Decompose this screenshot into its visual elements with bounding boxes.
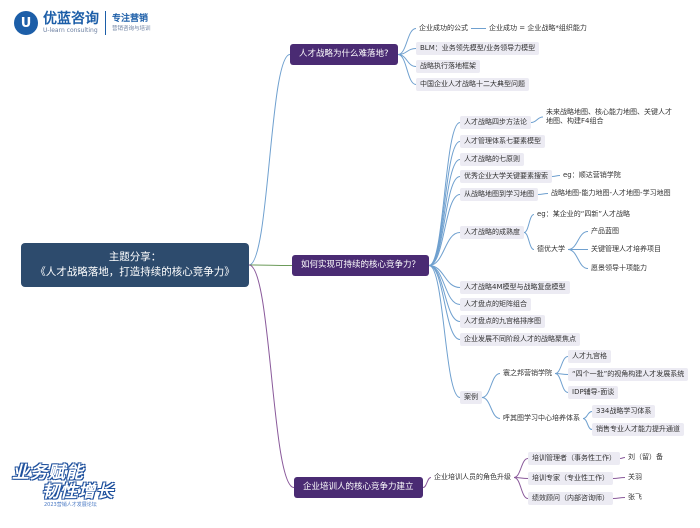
node-four-batches[interactable]: “四个一批”的视角构建人才发展系统 xyxy=(568,368,689,381)
node-case-learning-center[interactable]: 呼其图学习中心培养体系 xyxy=(503,414,580,422)
connector-line xyxy=(612,497,626,499)
node-case-marketing-academy[interactable]: 寰之邦营销学院 xyxy=(503,369,552,377)
node-excellent-university[interactable]: 优秀企业大学关键要素搜索 xyxy=(460,170,552,183)
node-excellent-university-eg[interactable]: eg：顺达营销学院 xyxy=(563,171,621,179)
connector-line xyxy=(397,54,417,85)
node-zhang-fei[interactable]: 张飞 xyxy=(628,493,642,501)
connector-line xyxy=(582,418,593,430)
connector-line xyxy=(530,116,544,123)
node-key-talent-project[interactable]: 关键管理人才培养项目 xyxy=(591,245,661,253)
node-four-step-detail[interactable]: 未来战略地图、核心能力地图、关键人才地图、构建F4组合 xyxy=(546,108,672,125)
node-maturity-eg[interactable]: eg：某企业的“四新”人才战略 xyxy=(537,210,631,218)
branch-trainer-competitiveness[interactable]: 企业培训人的核心竞争力建立 xyxy=(294,477,423,498)
connector-line xyxy=(428,194,461,266)
connector-line xyxy=(428,265,461,305)
node-maturity[interactable]: 人才战略的成熟度 xyxy=(460,226,524,239)
logo-divider xyxy=(105,11,106,35)
connector-line xyxy=(397,54,417,67)
logo-name-cn: 优蓝咨询 xyxy=(43,10,99,27)
node-idp-coaching[interactable]: IDP辅导-面谈 xyxy=(568,386,619,399)
connector-line xyxy=(481,373,501,398)
node-product-blueprint[interactable]: 产品蓝图 xyxy=(591,227,619,235)
connector-line xyxy=(397,28,417,55)
connector-line xyxy=(513,458,529,478)
node-training-manager[interactable]: 培训管理者（事务性工作） xyxy=(528,452,620,465)
connector-line xyxy=(428,265,461,322)
node-4m-model[interactable]: 人才战略4M模型与战略复盘模型 xyxy=(460,281,570,294)
connector-line xyxy=(537,193,549,195)
connector-line xyxy=(428,159,461,266)
node-stage-focus[interactable]: 企业发展不同阶段人才的战略聚焦点 xyxy=(460,333,580,346)
connector-line xyxy=(481,397,501,419)
connector-line xyxy=(567,249,589,269)
connector-line xyxy=(428,141,461,266)
node-strategy-to-learning-map[interactable]: 从战略地图到学习地图 xyxy=(460,188,538,201)
root-topic-line1: 主题分享： xyxy=(108,251,162,263)
connector-line xyxy=(428,122,461,266)
logo-slogan: 专注营销 xyxy=(112,13,149,24)
node-334-learning-system[interactable]: 334战略学习体系 xyxy=(592,405,656,418)
connector-line xyxy=(513,477,529,499)
connector-line xyxy=(567,231,589,250)
logo-mark-icon: U xyxy=(14,11,38,35)
connector-line xyxy=(612,477,626,479)
connector-root-b3 xyxy=(248,264,295,488)
connector-line xyxy=(619,457,626,459)
node-liu-bei[interactable]: 刘（留）备 xyxy=(628,453,663,461)
node-sales-talent-channel[interactable]: 销售专业人才能力提升通道 xyxy=(592,423,684,436)
connector-line xyxy=(428,232,461,266)
node-seven-principles[interactable]: 人才战略的七原则 xyxy=(460,153,524,166)
event-brand-badge: 业务赋能 韧性增长 2023营销人才发展论坛 xyxy=(12,464,142,509)
node-nine-grid[interactable]: 人才盘点的九宫格排序图 xyxy=(460,315,545,328)
connector-line xyxy=(523,214,535,233)
node-four-step-method[interactable]: 人才战略四步方法论 xyxy=(460,116,531,129)
connector-line xyxy=(428,265,461,398)
node-cases[interactable]: 案例 xyxy=(460,391,482,404)
connector-line xyxy=(523,232,535,250)
node-map-chain[interactable]: 战略地图-能力地图-人才地图-学习地图 xyxy=(551,189,671,197)
node-success-formula-value[interactable]: 企业成功 = 企业战略*组织能力 xyxy=(489,24,587,32)
node-talent-nine-grid[interactable]: 人才九宫格 xyxy=(568,350,611,363)
company-logo: U 优蓝咨询 U-learn consulting 专注营销 营销咨询与培训 xyxy=(14,11,151,35)
connector-root-b2 xyxy=(248,264,293,266)
node-performance-consultant[interactable]: 绩效顾问（内部咨询师） xyxy=(528,492,613,505)
logo-name-en: U-learn consulting xyxy=(43,26,98,34)
root-topic[interactable]: 主题分享： 《人才战略落地，打造持续的核心竞争力》 xyxy=(21,243,249,287)
branch-why-hard[interactable]: 人才战略为什么难落地? xyxy=(290,44,398,65)
connector-line xyxy=(422,477,432,488)
connector-root-b1 xyxy=(248,54,291,266)
node-inventory-matrix[interactable]: 人才盘点的矩阵组合 xyxy=(460,298,531,311)
node-twelve-problems[interactable]: 中国企业人才战略十二大典型问题 xyxy=(416,78,529,91)
branch-core-competitiveness[interactable]: 如何实现可持续的核心竞争力？ xyxy=(292,255,430,276)
brand-line2: 韧性增长 xyxy=(42,482,114,502)
node-training-expert[interactable]: 培训专家（专业性工作） xyxy=(528,472,613,485)
node-leadership-ten[interactable]: 愿景领导十项能力 xyxy=(591,264,647,272)
node-guan-yu[interactable]: 关羽 xyxy=(628,473,642,481)
brand-line1: 业务赋能 xyxy=(12,463,84,483)
node-execution-framework[interactable]: 战略执行落地框架 xyxy=(416,60,480,73)
connector-line xyxy=(551,175,561,177)
node-tegong-university[interactable]: 德优大学 xyxy=(537,245,565,253)
logo-slogan-sub: 营销咨询与培训 xyxy=(112,25,151,32)
brand-line3: 2023营销人才发展论坛 xyxy=(44,502,97,508)
connector-line xyxy=(428,265,461,340)
connector-line xyxy=(582,411,593,419)
root-topic-line2: 《人才战略落地，打造持续的核心竞争力》 xyxy=(35,266,235,278)
connector-line xyxy=(428,176,461,266)
node-trainer-role-upgrade[interactable]: 企业培训人员的角色升级 xyxy=(434,473,511,481)
node-blm-model[interactable]: BLM：业务领先模型/业务领导力模型 xyxy=(416,42,540,55)
connector-line xyxy=(554,356,569,374)
node-seven-elements[interactable]: 人才管理体系七要素模型 xyxy=(460,135,545,148)
node-success-formula[interactable]: 企业成功的公式 xyxy=(419,24,468,32)
connector-line xyxy=(554,373,569,393)
